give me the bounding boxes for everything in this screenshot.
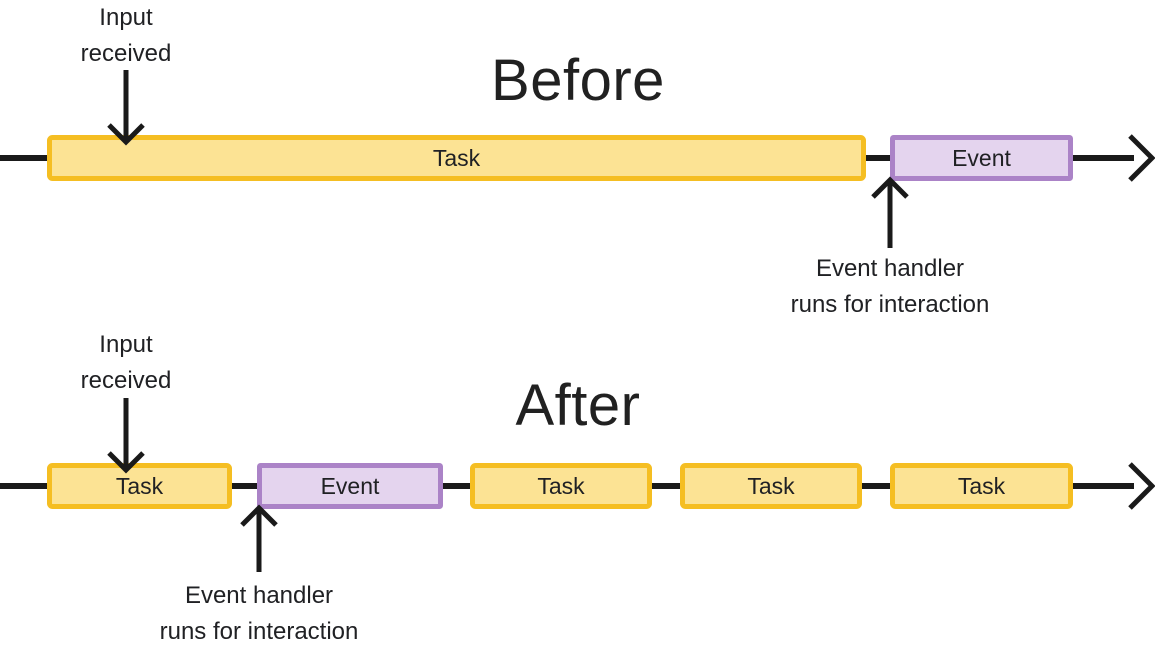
annotation-text-input-received-after: Input received <box>81 331 172 394</box>
task-box-label: Task <box>958 473 1006 499</box>
annotation-line: runs for interaction <box>791 291 990 318</box>
event-box-rect <box>257 463 443 509</box>
annotation-input-received-after: Input received <box>81 331 172 474</box>
annotation-line: received <box>81 40 172 67</box>
annotation-event-handler-before: Event handler runs for interaction <box>791 176 990 318</box>
task-box-rect <box>890 463 1073 509</box>
arrow-input-received-after <box>107 398 145 474</box>
annotation-line: Input <box>99 331 153 358</box>
arrowhead-right <box>1128 462 1155 510</box>
arrowhead-up <box>871 176 909 199</box>
arrow-input-received-before <box>107 70 145 146</box>
timeline-arrowhead-before <box>1128 134 1155 182</box>
event-box-rect <box>890 135 1073 181</box>
annotation-line: runs for interaction <box>160 618 359 645</box>
timeline-after <box>0 462 1155 510</box>
arrow-event-handler-after <box>240 504 278 572</box>
event-box-label: Event <box>952 145 1011 171</box>
arrowhead-up <box>240 504 278 527</box>
annotation-input-received-before: Input received <box>81 4 172 146</box>
block-task-after-0[interactable]: Task <box>47 463 232 509</box>
annotation-line: Event handler <box>816 255 964 282</box>
task-box-rect <box>470 463 652 509</box>
annotation-text-event-handler-after: Event handler runs for interaction <box>160 582 359 645</box>
task-box-label: Task <box>747 473 795 499</box>
annotation-event-handler-after: Event handler runs for interaction <box>160 504 359 645</box>
arrow-event-handler-before <box>871 176 909 248</box>
timeline-before <box>0 134 1155 182</box>
task-box-label: Task <box>433 145 481 171</box>
block-task-after-4[interactable]: Task <box>890 463 1073 509</box>
section-title-before: Before <box>491 48 665 113</box>
event-box-label: Event <box>321 473 380 499</box>
task-box-label: Task <box>116 473 164 499</box>
timeline-arrowhead-after <box>1128 462 1155 510</box>
arrowhead-right <box>1128 134 1155 182</box>
arrowhead-down <box>107 123 145 146</box>
block-task-after-2[interactable]: Task <box>470 463 652 509</box>
annotation-text-input-received-before: Input received <box>81 4 172 67</box>
task-box-rect <box>47 135 866 181</box>
task-box-label: Task <box>537 473 585 499</box>
block-event-before-1[interactable]: Event <box>890 135 1073 181</box>
annotation-line: Event handler <box>185 582 333 609</box>
block-event-after-1[interactable]: Event <box>257 463 443 509</box>
section-title-after: After <box>516 373 641 438</box>
task-box-rect <box>47 463 232 509</box>
block-task-before-0[interactable]: Task <box>47 135 866 181</box>
block-task-after-3[interactable]: Task <box>680 463 862 509</box>
arrowhead-down <box>107 451 145 474</box>
task-box-rect <box>680 463 862 509</box>
annotation-line: received <box>81 367 172 394</box>
annotation-text-event-handler-before: Event handler runs for interaction <box>791 255 990 318</box>
annotation-line: Input <box>99 4 153 31</box>
